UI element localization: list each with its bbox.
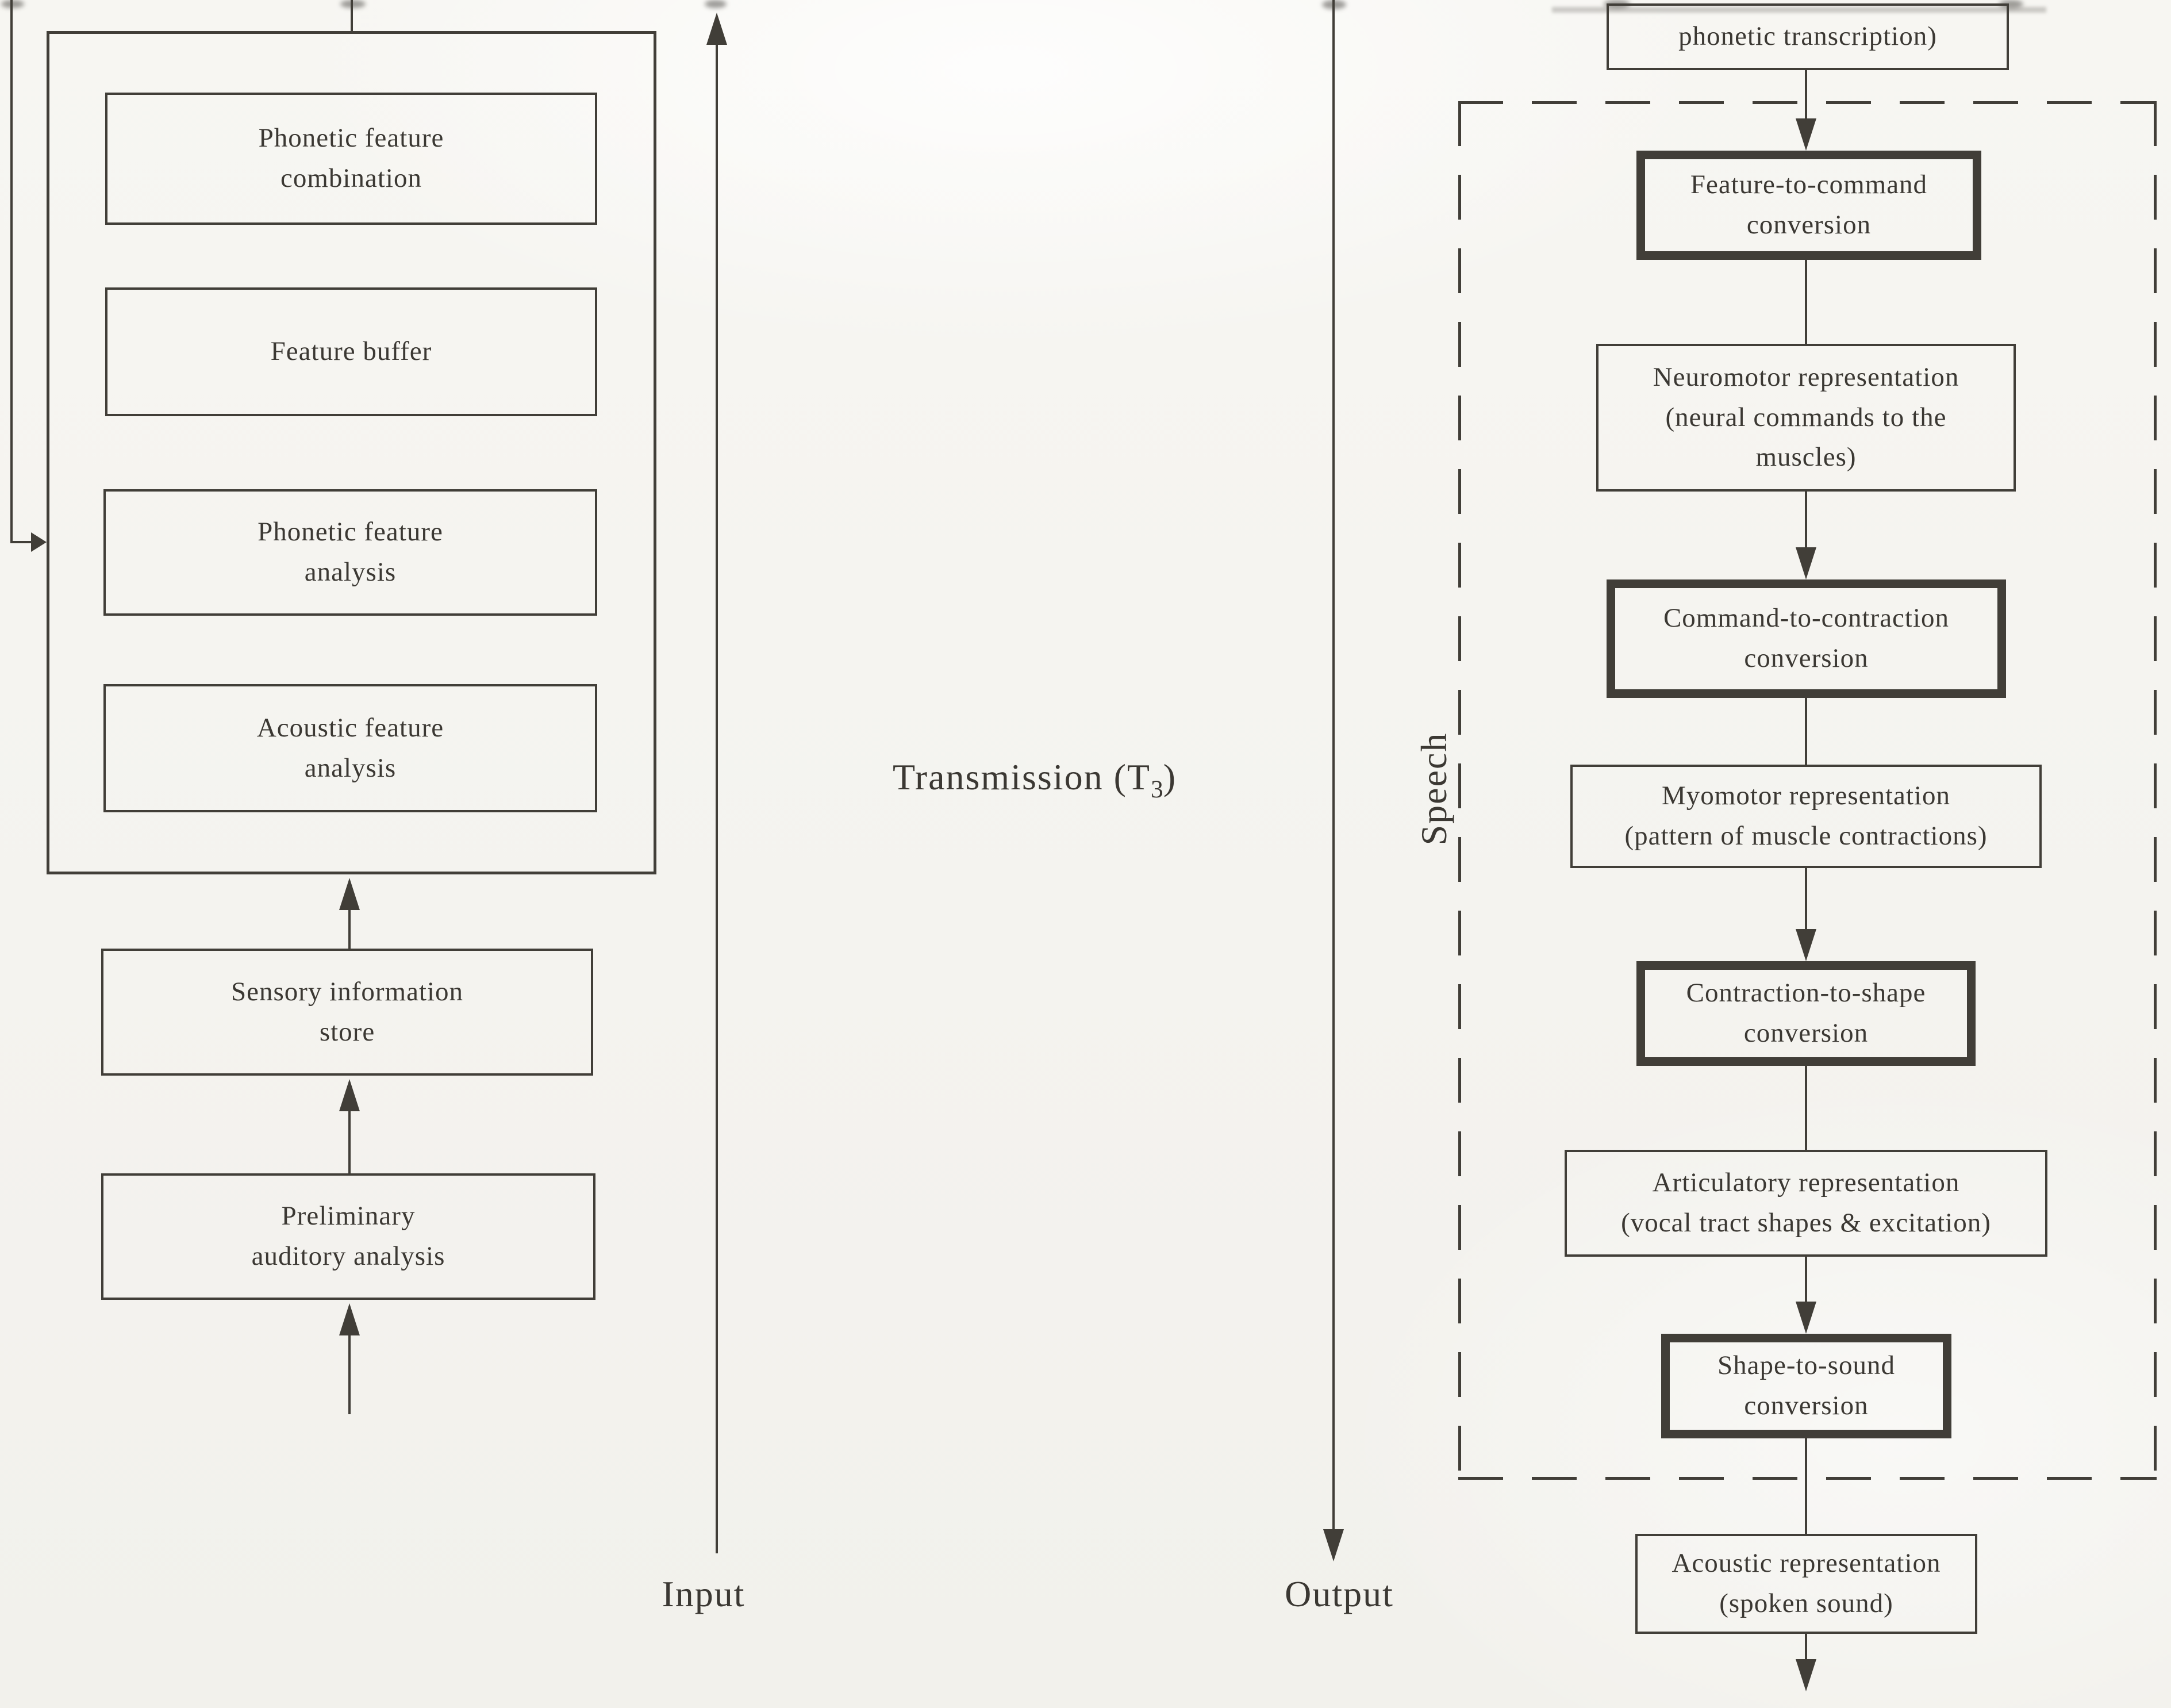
box-myomotor-representation: Myomotor representation (pattern of musc… — [1570, 765, 2042, 868]
arrowhead-into-preliminary — [339, 1303, 360, 1335]
box-label-line: Articulatory representation — [1652, 1168, 1960, 1198]
speech-dashed-box-right — [2154, 101, 2157, 1480]
box-preliminary-auditory-analysis: Preliminary auditory analysis — [101, 1173, 595, 1300]
connector-line — [1805, 868, 1807, 930]
input-label: Input — [662, 1573, 746, 1614]
connector-arrowhead — [1796, 547, 1816, 579]
box-label-line: Phonetic feature — [258, 123, 444, 153]
box-label-line: conversion — [1744, 643, 1869, 673]
box-label-line: Acoustic representation — [1672, 1548, 1941, 1579]
scan-smudge — [1999, 0, 2023, 8]
connector-line — [1805, 70, 1807, 121]
box-label-line: auditory analysis — [251, 1241, 445, 1271]
box-label-line: store — [319, 1016, 375, 1047]
box-label-line: Contraction-to-shape — [1686, 978, 1926, 1008]
connector-line — [1805, 260, 1807, 344]
box-label-line: (vocal tract shapes & excitation) — [1621, 1208, 1991, 1238]
connector-line — [1805, 698, 1807, 765]
box-sensory-information-store: Sensory information store — [101, 949, 593, 1076]
feedback-line-vertical — [10, 0, 13, 543]
final-output-arrowhead — [1796, 1659, 1816, 1691]
box-label-line: (neural commands to the — [1665, 402, 1947, 432]
output-line — [1332, 0, 1335, 1530]
box-phonetic-transcription: phonetic transcription) — [1607, 3, 2009, 70]
connector-line — [1805, 1257, 1807, 1304]
transmission-label: Transmission (T3) — [805, 756, 1265, 804]
box-phonetic-feature-combination: Phonetic feature combination — [105, 93, 597, 225]
box-feature-buffer: Feature buffer — [105, 287, 597, 416]
transmission-subscript: 3 — [1150, 776, 1163, 803]
box-contraction-to-shape-conversion: Contraction-to-shape conversion — [1636, 961, 1976, 1066]
box-label-line: Neuromotor representation — [1653, 362, 1959, 393]
box-label-line: conversion — [1743, 1018, 1869, 1048]
arrow-line-into-preliminary — [348, 1334, 351, 1414]
box-acoustic-feature-analysis: Acoustic feature analysis — [103, 684, 597, 812]
box-label-line: conversion — [1744, 1391, 1869, 1421]
box-label-line: analysis — [304, 557, 397, 587]
box-label-line: analysis — [304, 753, 397, 783]
connector-arrowhead — [1796, 929, 1816, 961]
box-shape-to-sound-conversion: Shape-to-sound conversion — [1661, 1334, 1951, 1438]
box-label-line: Command-to-contraction — [1663, 603, 1950, 634]
connector-line — [1805, 1438, 1807, 1534]
auditory-outer-box — [47, 31, 656, 874]
box-label-line: Preliminary — [281, 1201, 416, 1231]
box-label-line: Shape-to-sound — [1717, 1350, 1895, 1381]
box-label-line: (pattern of muscle contractions) — [1624, 821, 1988, 851]
speech-side-label: Speech — [1413, 732, 1454, 846]
connector-arrowhead — [1796, 118, 1816, 151]
box-label-line: (spoken sound) — [1719, 1588, 1893, 1618]
transmission-label-text: Transmission (T — [892, 757, 1151, 797]
box-label-line: Feature buffer — [270, 336, 432, 367]
output-arrowhead — [1323, 1529, 1344, 1561]
arrow-line-sensory-to-outer — [348, 908, 351, 949]
speech-dashed-box-top — [1458, 101, 2157, 104]
top-entry-line — [351, 0, 353, 31]
scan-streak — [1552, 7, 2046, 13]
box-label-line: Sensory information — [230, 976, 464, 1007]
connector-line — [1805, 1066, 1807, 1150]
scan-smudge — [1, 0, 24, 8]
box-label-line: muscles) — [1755, 442, 1857, 473]
final-output-line — [1805, 1634, 1807, 1661]
box-command-to-contraction-conversion: Command-to-contraction conversion — [1607, 579, 2006, 698]
arrowhead-sensory-to-outer — [339, 878, 360, 910]
box-label-line: Phonetic feature — [258, 517, 443, 547]
arrowhead-preliminary-to-sensory — [339, 1079, 360, 1111]
connector-arrowhead — [1796, 1302, 1816, 1334]
box-feature-to-command-conversion: Feature-to-command conversion — [1636, 151, 1981, 260]
box-label-line: conversion — [1746, 210, 1872, 240]
box-articulatory-representation: Articulatory representation (vocal tract… — [1565, 1150, 2047, 1257]
box-label-line: combination — [280, 163, 422, 193]
box-label-line: Acoustic feature — [256, 712, 444, 743]
transmission-label-close: ) — [1163, 757, 1177, 797]
box-phonetic-feature-analysis: Phonetic feature analysis — [103, 489, 597, 616]
scan-smudge — [340, 0, 366, 8]
input-line — [716, 43, 718, 1553]
output-label: Output — [1285, 1573, 1394, 1614]
connector-line — [1805, 492, 1807, 549]
feedback-line-horizontal — [10, 541, 32, 543]
arrow-line-preliminary-to-sensory — [348, 1110, 351, 1173]
box-label-line: Feature-to-command — [1690, 170, 1928, 200]
box-neuromotor-representation: Neuromotor representation (neural comman… — [1596, 344, 2016, 492]
box-acoustic-representation: Acoustic representation (spoken sound) — [1635, 1534, 1977, 1634]
scan-smudge — [705, 0, 727, 8]
speech-dashed-box-left — [1458, 101, 1461, 1480]
input-arrowhead — [706, 13, 727, 45]
feedback-arrowhead — [31, 532, 47, 552]
speech-dashed-box-bottom — [1458, 1477, 2157, 1480]
box-label-line: Myomotor representation — [1661, 781, 1951, 811]
box-label-line: phonetic transcription) — [1678, 21, 1937, 52]
